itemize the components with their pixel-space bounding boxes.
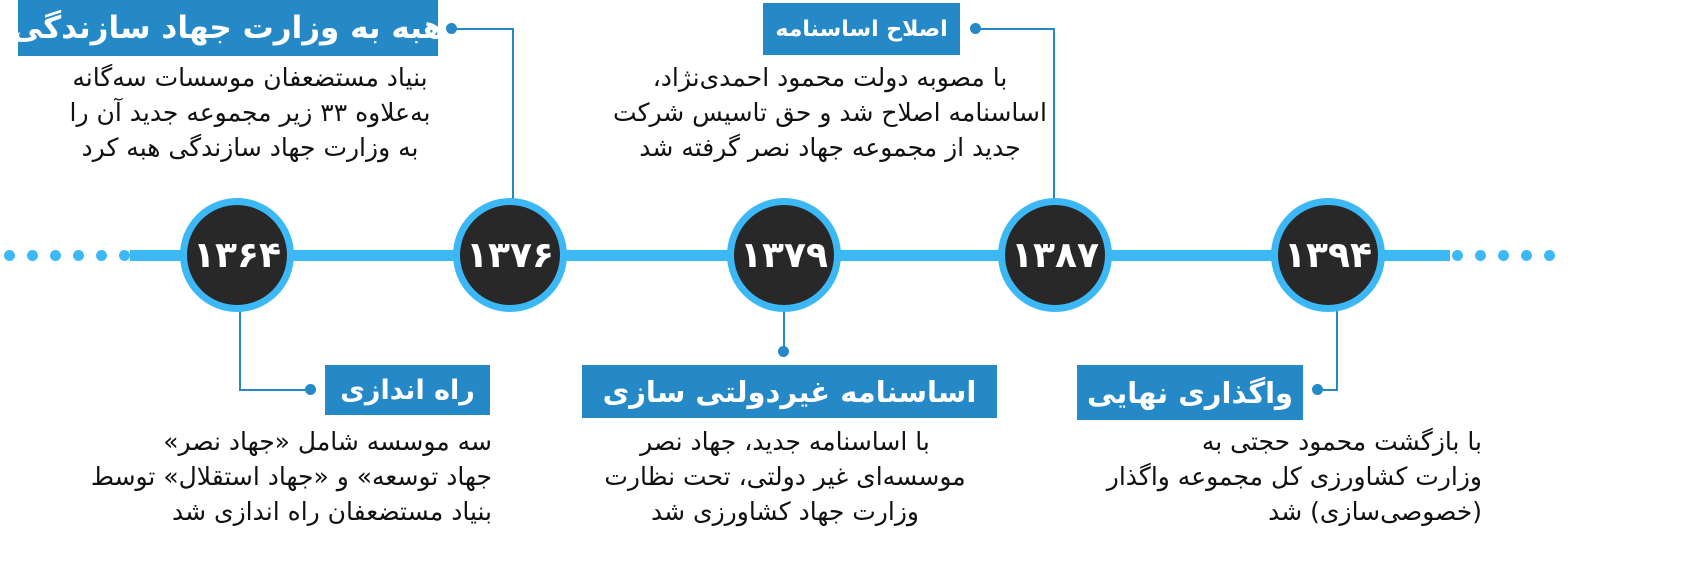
event-title: اصلاح اساسنامه <box>763 3 960 55</box>
description-line: بنیاد مستضعفان راه اندازی شد <box>172 497 492 526</box>
connector <box>239 310 241 391</box>
event-description: با اساسنامه جدید، جهاد نصر موسسه‌ای غیر … <box>550 424 1020 529</box>
timeline-right-dots <box>1452 250 1555 261</box>
description-line: با مصوبه دولت محمود احمدی‌نژاد، <box>652 63 1008 92</box>
connector-dot <box>446 23 457 34</box>
description-line: به‌علاوه ۳۳ زیر مجموعه جدید آن را <box>69 98 431 127</box>
year-circle-1387: ۱۳۸۷ <box>998 198 1112 312</box>
event-title: هبه به وزارت جهاد سازندگی <box>12 0 444 56</box>
connector <box>452 28 514 30</box>
event-description: بنیاد مستضعفان موسسات سه‌گانه به‌علاوه ۳… <box>20 60 480 165</box>
connector-dot <box>1312 384 1323 395</box>
connector-dot <box>970 23 981 34</box>
event-description: با بازگشت محمود حجتی به وزارت کشاورزی کل… <box>1040 424 1482 529</box>
description-line: بنیاد مستضعفان موسسات سه‌گانه <box>72 63 428 92</box>
event-title: واگذاری نهایی <box>1077 365 1303 420</box>
description-line: وزارت کشاورزی کل مجموعه واگذار <box>1106 462 1482 491</box>
connector <box>239 389 311 391</box>
year-circle-1364: ۱۳۶۴ <box>180 198 294 312</box>
year-circle-1379: ۱۳۷۹ <box>727 198 841 312</box>
description-line: با بازگشت محمود حجتی به <box>1201 427 1482 456</box>
description-line: سه موسسه شامل «جهاد نصر» <box>163 427 492 456</box>
connector <box>512 28 514 200</box>
description-line: اساسنامه اصلاح شد و حق تاسیس شرکت <box>613 98 1047 127</box>
year-circle-1394: ۱۳۹۴ <box>1271 198 1385 312</box>
year-circle-1376: ۱۳۷۶ <box>453 198 567 312</box>
description-line: موسسه‌ای غیر دولتی، تحت نظارت <box>604 462 966 491</box>
description-line: به وزارت جهاد سازندگی هبه کرد <box>81 133 419 162</box>
connector-dot <box>305 384 316 395</box>
connector <box>1318 389 1338 391</box>
event-title: راه اندازی <box>325 365 490 415</box>
description-line: با اساسنامه جدید، جهاد نصر <box>640 427 930 456</box>
connector <box>975 28 1055 30</box>
connector-dot <box>778 346 789 357</box>
connector <box>1336 310 1338 391</box>
event-description: سه موسسه شامل «جهاد نصر» جهاد توسعه» و «… <box>0 424 492 529</box>
description-line: جدید از مجموعه جهاد نصر گرفته شد <box>639 133 1021 162</box>
connector <box>783 310 785 352</box>
description-line: جهاد توسعه» و «جهاد استقلال» توسط <box>90 462 492 491</box>
timeline-left-dots <box>4 250 130 261</box>
connector <box>1053 28 1055 200</box>
description-line: وزارت جهاد کشاورزی شد <box>651 497 919 526</box>
event-description: با مصوبه دولت محمود احمدی‌نژاد، اساسنامه… <box>580 60 1080 165</box>
event-title: اساسنامه غیردولتی سازی <box>582 365 997 418</box>
description-line: (خصوصی‌سازی) شد <box>1268 497 1482 526</box>
